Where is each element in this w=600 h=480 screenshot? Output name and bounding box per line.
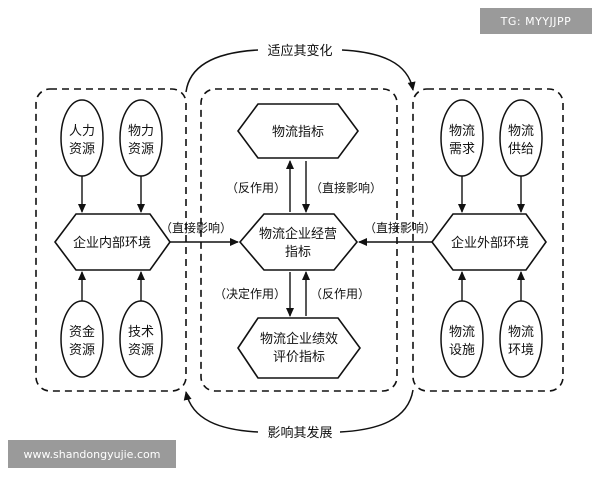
lower-left-label: （决定作用） xyxy=(214,286,286,301)
node-label-line: 人力 xyxy=(69,124,95,139)
middle-panel-frame xyxy=(200,88,398,392)
right-top-right-node: 物流 供给 xyxy=(499,99,543,177)
hexagon-label-line: 指标 xyxy=(285,245,311,260)
middle-bottom-hexagon: 物流企业绩效 评价指标 xyxy=(237,317,361,379)
node-label-line: 技术 xyxy=(128,325,154,340)
node-label-line: 资源 xyxy=(69,142,95,157)
node-label-line: 需求 xyxy=(449,142,475,157)
watermark-bottom: www.shandongyujie.com xyxy=(8,440,176,468)
left-bottom-left-node: 资金 资源 xyxy=(60,300,104,378)
node-label-line: 资源 xyxy=(128,142,154,157)
right-bottom-right-node: 物流 环境 xyxy=(499,300,543,378)
node-label-line: 供给 xyxy=(508,142,534,157)
bottom-arc-left xyxy=(183,391,259,433)
left-arrow-label: （直接影响） xyxy=(160,220,232,235)
left-top-left-node: 人力 资源 xyxy=(60,99,104,177)
node-label-line: 资金 xyxy=(69,324,95,340)
top-arc-left xyxy=(185,49,259,93)
hexagon-label-line: 物流企业绩效 xyxy=(260,331,338,347)
lower-right-label: （反作用） xyxy=(310,287,370,301)
watermark-top: TG: MYYJJPP xyxy=(480,8,592,34)
middle-center-hexagon: 物流企业经营 指标 xyxy=(238,213,359,271)
right-center-hexagon: 企业外部环境 xyxy=(431,213,547,271)
right-panel-frame xyxy=(412,88,564,392)
node-label-line: 资源 xyxy=(69,343,95,358)
node-label-line: 物流 xyxy=(449,124,475,139)
left-center-hexagon: 企业内部环境 xyxy=(54,213,171,271)
right-bottom-left-node: 物流 设施 xyxy=(440,300,484,378)
right-arrow-label: （直接影响） xyxy=(364,220,436,235)
left-panel-frame xyxy=(35,88,187,392)
node-label-line: 环境 xyxy=(508,343,534,358)
node-label-line: 物流 xyxy=(508,124,534,139)
hexagon-label-line: 评价指标 xyxy=(273,350,325,365)
node-label-line: 物流 xyxy=(508,325,534,340)
upper-right-label: （直接影响） xyxy=(310,180,382,195)
bottom-arc-right xyxy=(339,389,414,433)
hexagon-label: 物流指标 xyxy=(272,125,324,140)
hexagon-label: 企业外部环境 xyxy=(451,235,529,251)
top-arc-right xyxy=(341,49,416,91)
hexagon-label-line: 物流企业经营 xyxy=(259,226,337,242)
left-top-right-node: 物力 资源 xyxy=(119,99,163,177)
hexagon-label: 企业内部环境 xyxy=(73,235,151,251)
left-bottom-right-node: 技术 资源 xyxy=(119,300,163,378)
node-label-line: 物力 xyxy=(128,124,154,139)
right-top-left-node: 物流 需求 xyxy=(440,99,484,177)
top-arc-label: 适应其变化 xyxy=(267,43,332,59)
node-label-line: 物流 xyxy=(449,325,475,340)
node-label-line: 资源 xyxy=(128,343,154,358)
upper-left-label: （反作用） xyxy=(226,181,286,195)
bottom-arc-label: 影响其发展 xyxy=(267,425,332,441)
node-label-line: 设施 xyxy=(449,343,475,358)
middle-top-hexagon: 物流指标 xyxy=(237,103,359,159)
